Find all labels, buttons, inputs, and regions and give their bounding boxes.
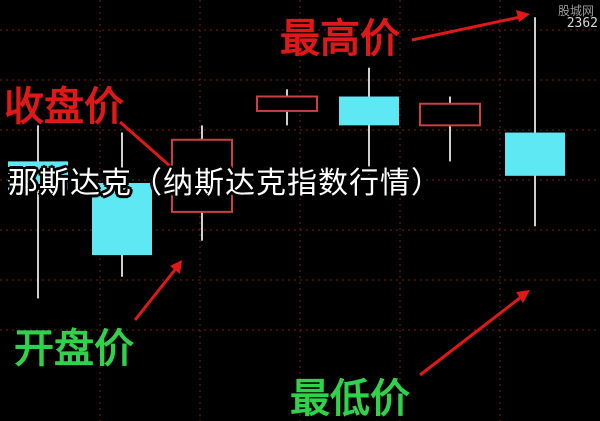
candle-body <box>505 132 565 176</box>
watermark: 股城网 <box>557 4 594 18</box>
arrow-low <box>419 292 526 377</box>
open-price-label: 开盘价 <box>14 326 134 372</box>
arrow-close <box>119 120 171 168</box>
arrow-open <box>133 265 180 321</box>
candle-body <box>171 138 233 213</box>
candle-body <box>92 183 152 256</box>
arrow-open-head <box>170 260 182 274</box>
arrow-high-head <box>516 10 530 22</box>
candles-group <box>8 17 565 299</box>
arrow-high <box>411 14 526 42</box>
annotation-arrows <box>119 10 530 377</box>
low-price-label: 最低价 <box>290 376 410 421</box>
price-marker: 2362 <box>566 16 598 31</box>
high-price-label: 最高价 <box>280 16 400 62</box>
candle-body <box>339 96 399 126</box>
candle-body <box>419 102 481 127</box>
close-price-label: 收盘价 <box>4 84 124 130</box>
arrow-low-head <box>516 290 530 303</box>
caption-overlay: 那斯达克（纳斯达克指数行情） <box>8 166 442 201</box>
candle-body <box>256 95 318 112</box>
candle-body <box>8 161 68 191</box>
